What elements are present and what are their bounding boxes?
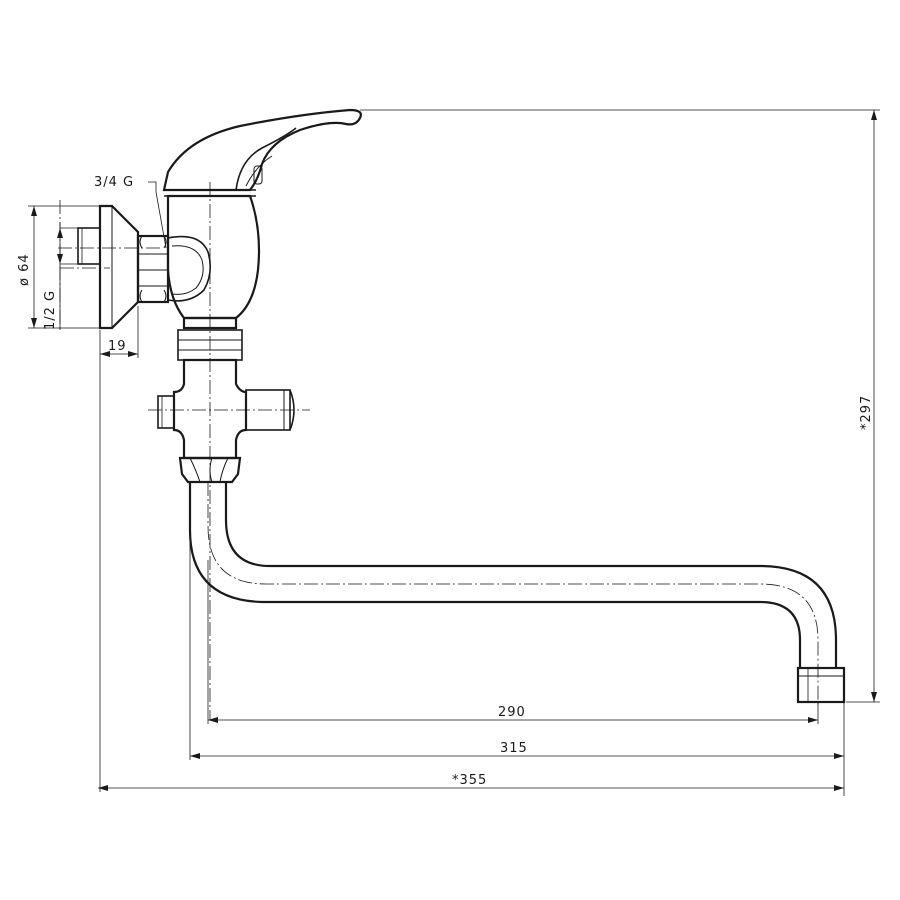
dimension-spout-outer: 315 xyxy=(189,530,845,796)
diverter-block xyxy=(148,358,310,460)
dimension-flange-depth: 19 xyxy=(99,306,139,792)
dimension-flange-diameter: ø 64 xyxy=(17,205,100,329)
dimension-total-height: *297 xyxy=(360,109,880,703)
spout-outer-label: 315 xyxy=(500,741,528,756)
spout-pipe xyxy=(188,482,846,706)
lever-handle xyxy=(162,108,362,197)
total-height-label: *297 xyxy=(859,395,874,430)
flange-diameter-label: ø 64 xyxy=(17,253,32,286)
dimension-total-length: *355 xyxy=(98,773,844,791)
dimension-wall-thread: 1/2 G xyxy=(43,222,78,330)
connection-nut xyxy=(136,234,170,304)
wall-flange xyxy=(58,204,160,330)
mixer-body xyxy=(166,194,261,361)
outlet-thread-label: 3/4 G xyxy=(94,175,134,190)
flange-depth-label: 19 xyxy=(108,339,127,354)
total-length-label: *355 xyxy=(452,773,487,788)
dimension-outlet-thread: 3/4 G xyxy=(94,175,167,249)
spout-inner-label: 290 xyxy=(498,705,526,720)
dimension-spout-inner: 290 xyxy=(207,560,819,724)
wall-thread-label: 1/2 G xyxy=(43,290,58,330)
